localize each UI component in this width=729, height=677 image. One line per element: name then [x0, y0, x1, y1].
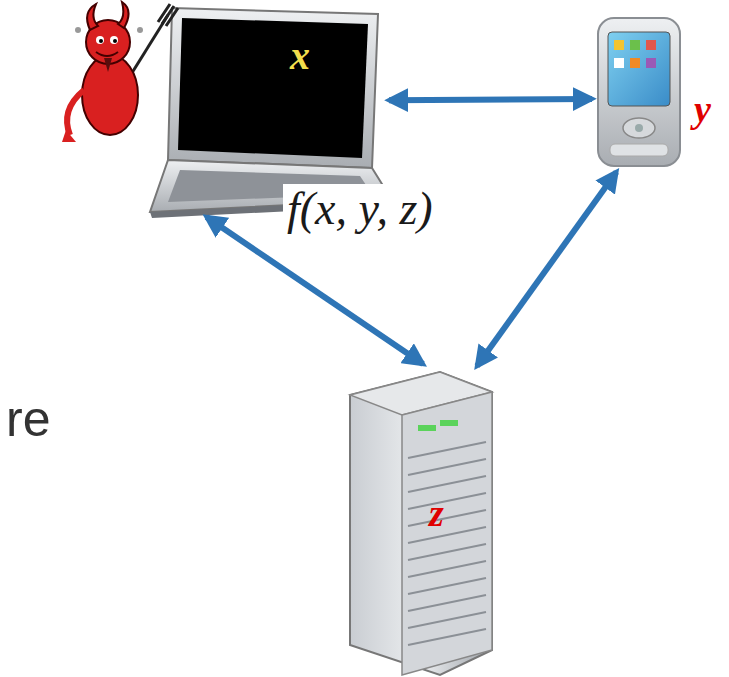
rack-line [408, 561, 486, 577]
slide-text-fragment: re [2, 392, 54, 446]
double-arrow [477, 172, 616, 366]
rack-line [408, 459, 486, 475]
variable-label: x [290, 36, 310, 76]
rack-line [408, 442, 486, 458]
phone-node: y [590, 12, 722, 170]
rack-line [408, 612, 486, 628]
devil-illustration [62, 2, 178, 142]
function-label: f(x, y, z) [283, 184, 437, 234]
rack-line [408, 544, 486, 560]
rack-line [408, 527, 486, 543]
rack-line [408, 595, 486, 611]
rack-line [408, 629, 486, 645]
rack-line [408, 476, 486, 492]
rack-line [408, 493, 486, 509]
double-arrow [207, 217, 424, 364]
phone-illustration [598, 18, 680, 166]
variable-label: y [694, 90, 711, 128]
rack-line [408, 578, 486, 594]
server-illustration [350, 372, 492, 675]
double-arrow [389, 99, 592, 100]
variable-label: z [429, 494, 444, 532]
server-node: z [345, 368, 495, 673]
rack-line [408, 510, 486, 526]
